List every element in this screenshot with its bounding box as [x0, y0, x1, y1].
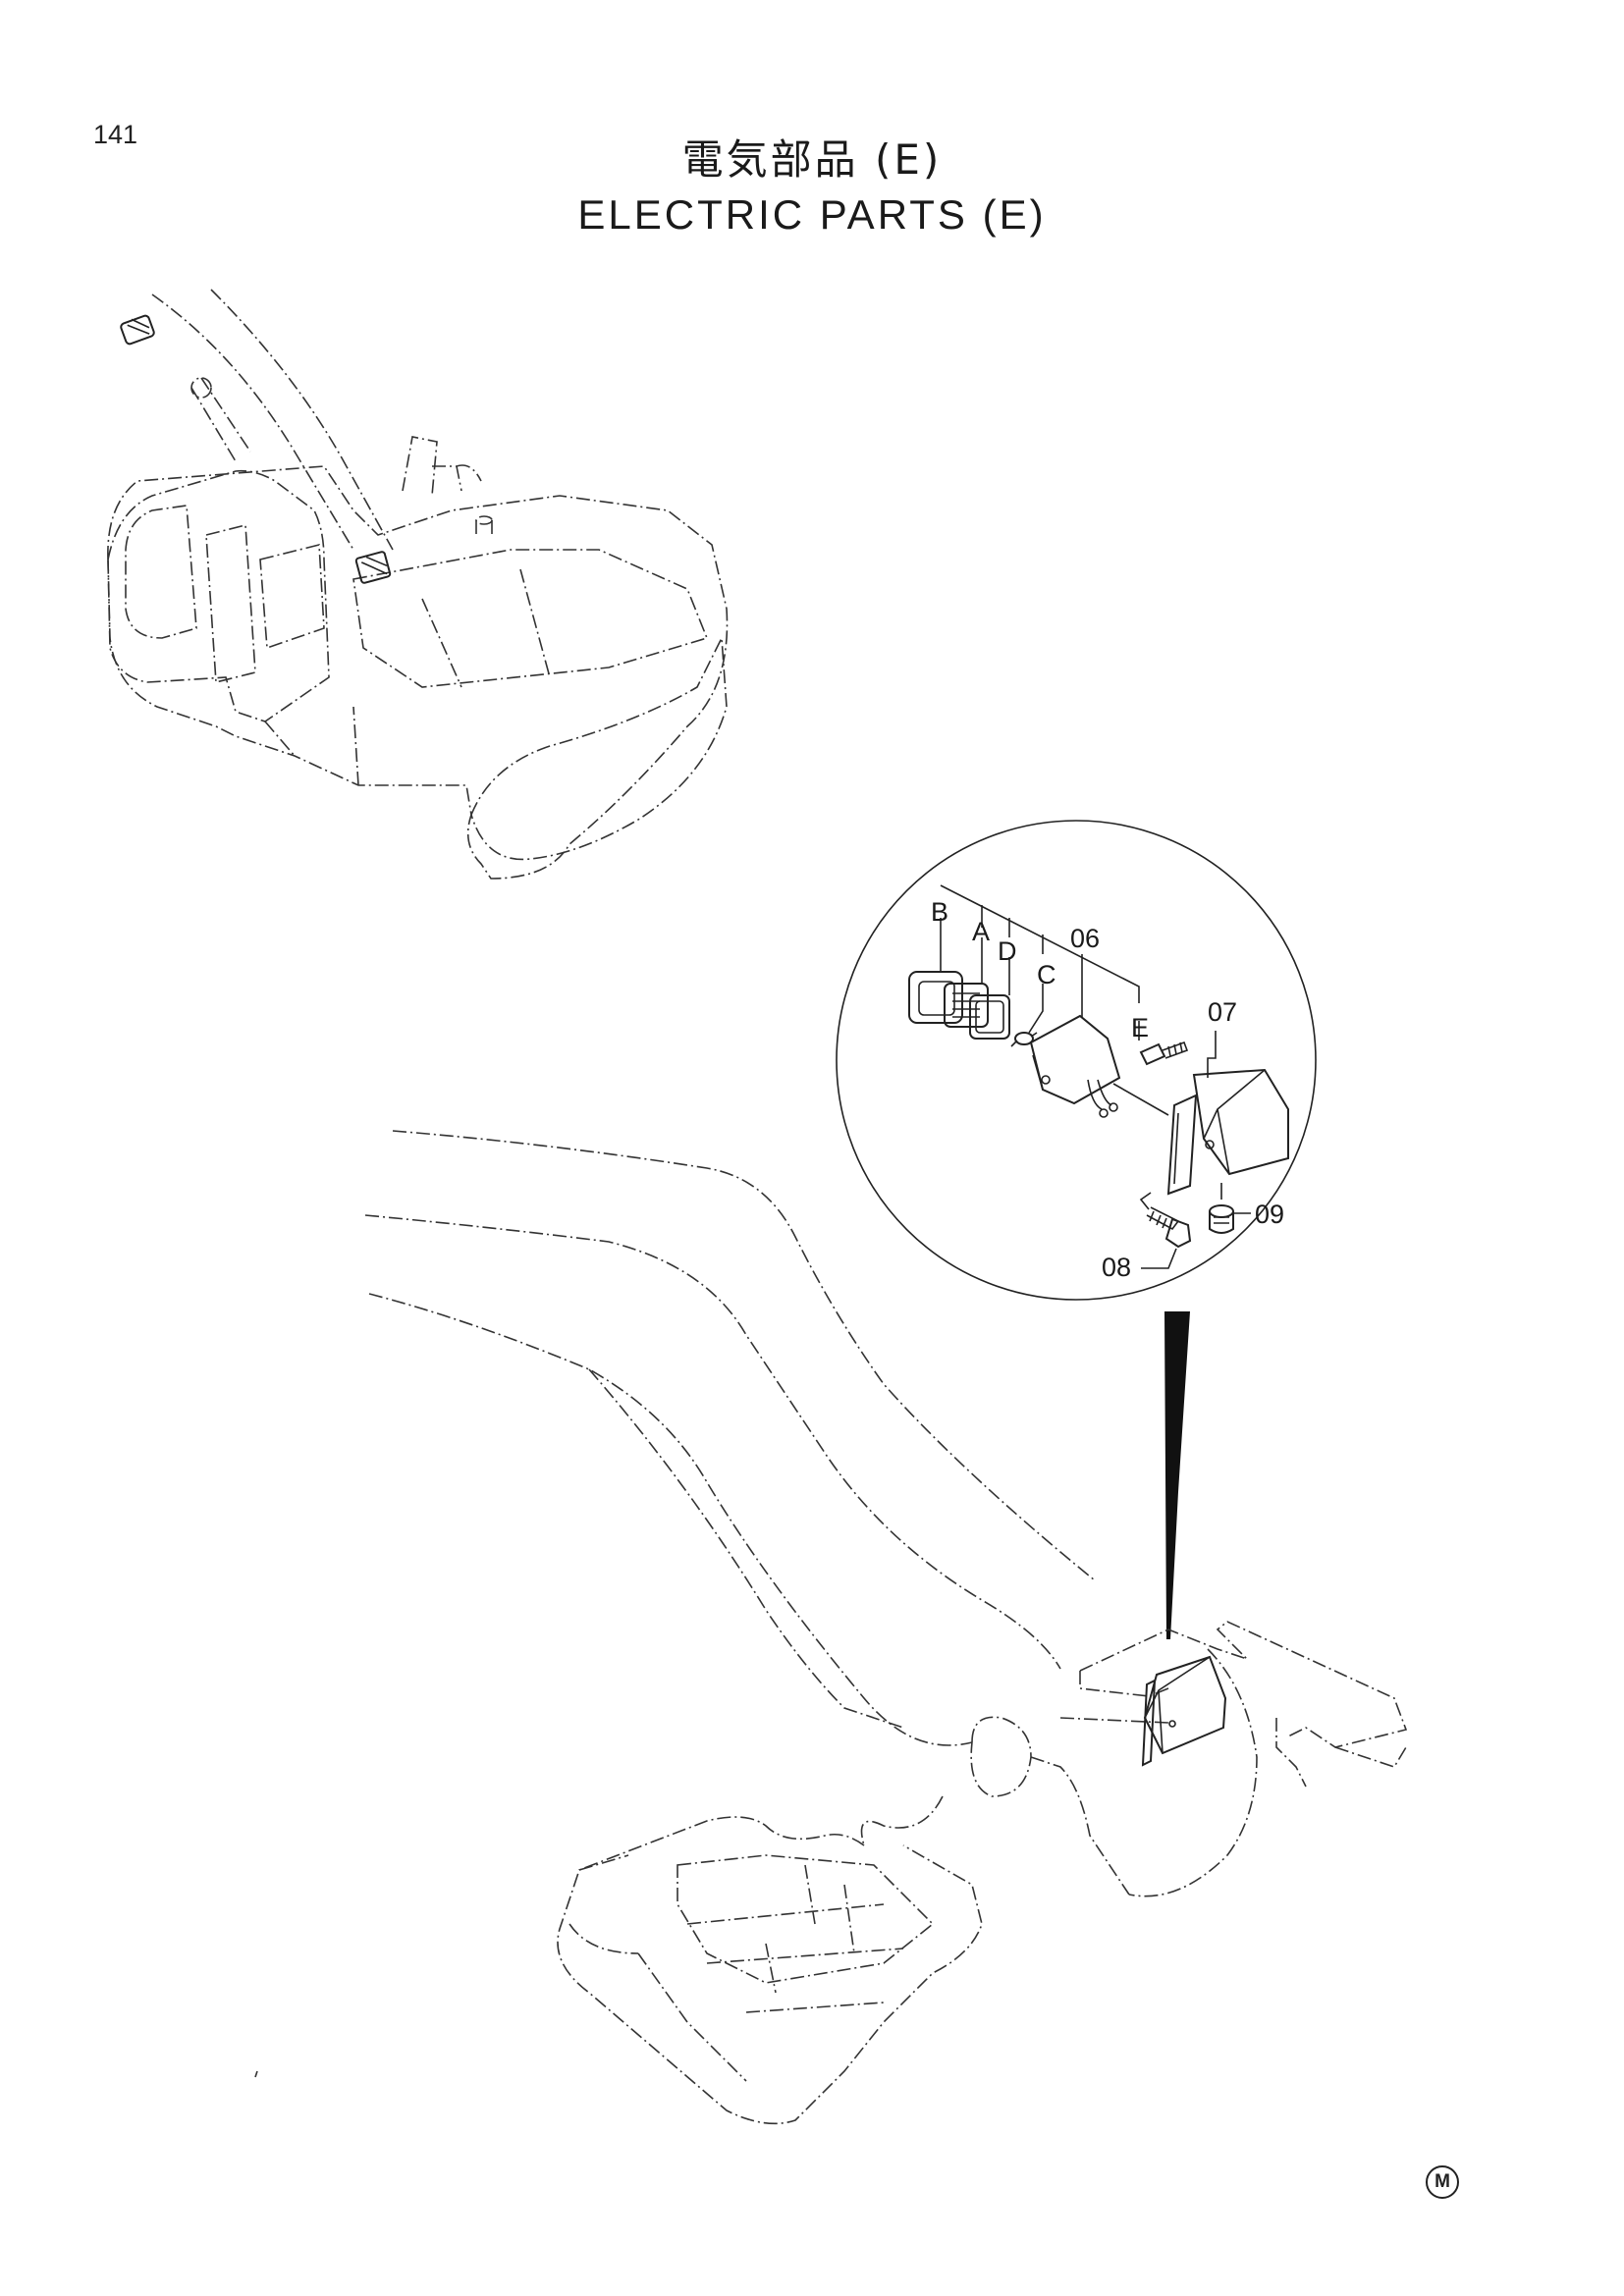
- frame-arm-hub: [1128, 1648, 1258, 1897]
- part-08-bolt: [1139, 1192, 1192, 1269]
- page-title: 電気部品 (E) ELECTRIC PARTS (E): [0, 133, 1624, 242]
- callout-e: E: [1131, 1013, 1149, 1042]
- engine-cover-line-4: [352, 706, 359, 786]
- engine-cover-line-1: [421, 598, 462, 688]
- callout-labels: B A D C 06 E 07 09 08: [931, 897, 1284, 1282]
- handrail: [402, 436, 482, 497]
- part-07-bracket: [1166, 1031, 1289, 1196]
- installed-lamp-guard: [1143, 1655, 1227, 1755]
- boom-upper-line: [392, 1130, 1096, 1581]
- callout-09: 09: [1255, 1200, 1284, 1229]
- detail-circle: [836, 820, 1317, 1301]
- page-number: 141: [93, 120, 138, 149]
- undercarriage-crossbar-1: [686, 1903, 904, 2013]
- undercarriage-inner: [677, 1854, 935, 1984]
- work-lamp-icon: [354, 551, 392, 584]
- boom-right-edge: [210, 289, 394, 551]
- part-a-lens: [944, 937, 989, 1028]
- engine-cover-line-2: [519, 568, 551, 678]
- cab: [107, 469, 330, 722]
- track-frame: [568, 1854, 747, 2082]
- exhaust-pipe: [475, 515, 493, 525]
- boom-foot-pin: [970, 1716, 1032, 1797]
- title-english: ELECTRIC PARTS (E): [577, 191, 1047, 238]
- cab-window-rear: [259, 543, 325, 650]
- title-japanese: 電気部品 (E): [681, 135, 943, 184]
- part-e-screw: [1138, 1021, 1189, 1066]
- installed-lamp: [1141, 1655, 1227, 1767]
- callout-08: 08: [1102, 1253, 1131, 1282]
- callout-06: 06: [1070, 924, 1100, 953]
- maker-mark: M: [1426, 2165, 1459, 2199]
- boom-middle-line: [364, 1214, 1061, 1670]
- callout-a: A: [972, 917, 990, 946]
- arm-cylinder: [190, 377, 251, 462]
- arm-left-line: [588, 1368, 904, 1729]
- boom-left-edge: [151, 294, 354, 551]
- frame-right: [1275, 1717, 1407, 1788]
- detail-circle-border: [836, 820, 1317, 1301]
- part-c-bulb: [1010, 984, 1044, 1047]
- callout-b: B: [931, 897, 948, 927]
- undercarriage-outline: [557, 1816, 983, 2125]
- part-09-nut: [1209, 1183, 1251, 1234]
- part-06-lamp-housing: [1029, 970, 1121, 1118]
- excavator-overview: [107, 289, 729, 880]
- part-d-gasket: [969, 957, 1010, 1040]
- callout-07: 07: [1208, 997, 1237, 1027]
- counterweight: [470, 635, 728, 861]
- boom-lower-line: [368, 1293, 973, 1746]
- frame-top: [1079, 1621, 1408, 1748]
- part-b-frame: [908, 918, 963, 1024]
- cab-window-front: [125, 505, 197, 639]
- cab-window-side: [205, 523, 256, 684]
- callout-c: C: [1037, 960, 1056, 989]
- boom-foot-line: [860, 1756, 1130, 1896]
- lower-view: [254, 1130, 1408, 2125]
- detail-leader-wedge: [1164, 1311, 1190, 1639]
- engine-cover-line-3: [264, 721, 296, 757]
- kit-bracket: [940, 884, 1140, 1003]
- callout-d: D: [998, 936, 1017, 966]
- installed-lamp-plate: [1141, 1679, 1157, 1767]
- upper-structure-outline: [107, 465, 729, 880]
- undercarriage-crossbar-2: [765, 1864, 855, 1994]
- boom-pin: [190, 377, 212, 399]
- engine-cover: [352, 549, 709, 688]
